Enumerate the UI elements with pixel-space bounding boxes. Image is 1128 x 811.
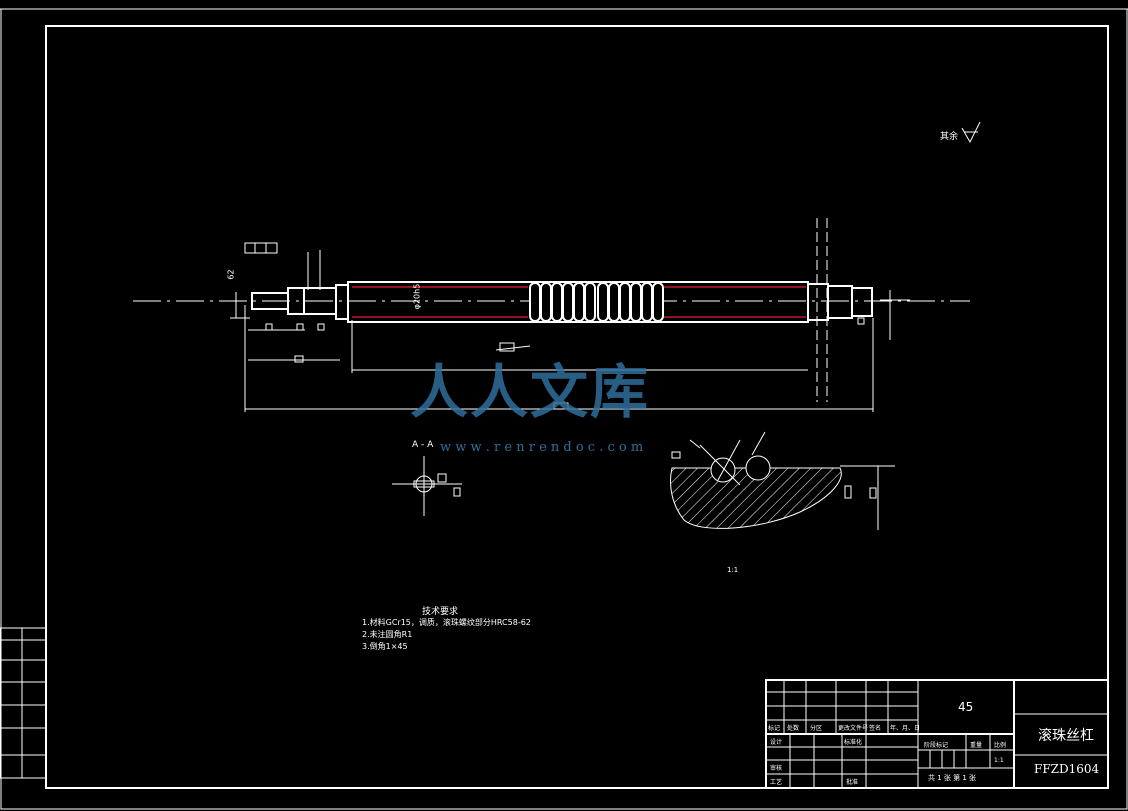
stage-label-mark: 阶段标记 bbox=[924, 742, 949, 749]
surface-finish-symbol bbox=[961, 121, 981, 144]
title-block-grid bbox=[765, 679, 1109, 789]
section-cut-lines bbox=[816, 218, 828, 402]
mid-label-standard: 标准化 bbox=[844, 739, 863, 746]
tech-req-item-1: 1.材料GCr15，调质，滚珠螺纹部分HRC58-62 bbox=[362, 618, 531, 627]
row-label-process: 工艺 bbox=[770, 779, 783, 786]
left-stamp-table bbox=[0, 627, 47, 779]
title-sheet-info: 共 1 张 第 1 张 bbox=[928, 774, 977, 782]
mid-label-approve: 批准 bbox=[846, 779, 859, 786]
header-label-0: 标记 bbox=[768, 725, 781, 732]
title-scale: 1:1 bbox=[994, 757, 1004, 764]
ball-thread-section bbox=[529, 282, 664, 322]
header-label-3: 更改文件号 bbox=[838, 725, 869, 732]
title-material: 45 bbox=[958, 700, 974, 714]
title-drawing-number: FFZD1604 bbox=[1034, 762, 1100, 776]
section-a-a-view bbox=[392, 456, 462, 516]
header-label-5: 年、月、日 bbox=[890, 725, 921, 732]
tech-req-item-3: 3.倒角1×45 bbox=[362, 642, 408, 651]
drawing-frame bbox=[45, 25, 1109, 789]
dimension-thread-diameter: φ20h5 bbox=[412, 283, 422, 310]
thread-root-lines bbox=[352, 286, 806, 318]
detail-groove-view bbox=[670, 431, 895, 530]
tolerance-frame bbox=[244, 242, 865, 410]
watermark-url: w w w . r e n r e n d o c . c o m bbox=[440, 440, 644, 455]
header-label-2: 分区 bbox=[810, 725, 823, 732]
tech-req-item-2: 2.未注圆角R1 bbox=[362, 630, 413, 639]
stage-label-weight: 重量 bbox=[970, 742, 983, 749]
detail-scale-label: 1:1 bbox=[727, 566, 739, 574]
watermark-brand: 人人文库 bbox=[410, 358, 651, 426]
title-part-name: 滚珠丝杠 bbox=[1038, 728, 1094, 744]
header-label-4: 签名 bbox=[869, 725, 882, 732]
dimension-left-end: 62 bbox=[226, 269, 236, 280]
ball-screw-shaft bbox=[251, 281, 873, 323]
tech-req-title: 技术要求 bbox=[422, 607, 459, 617]
header-label-1: 处数 bbox=[787, 725, 800, 732]
row-label-design: 设计 bbox=[770, 739, 783, 746]
surface-finish-note: 其余 bbox=[940, 132, 959, 142]
stage-label-scale: 比例 bbox=[994, 742, 1007, 749]
section-label: A - A bbox=[412, 440, 434, 450]
row-label-review: 审核 bbox=[770, 765, 783, 772]
